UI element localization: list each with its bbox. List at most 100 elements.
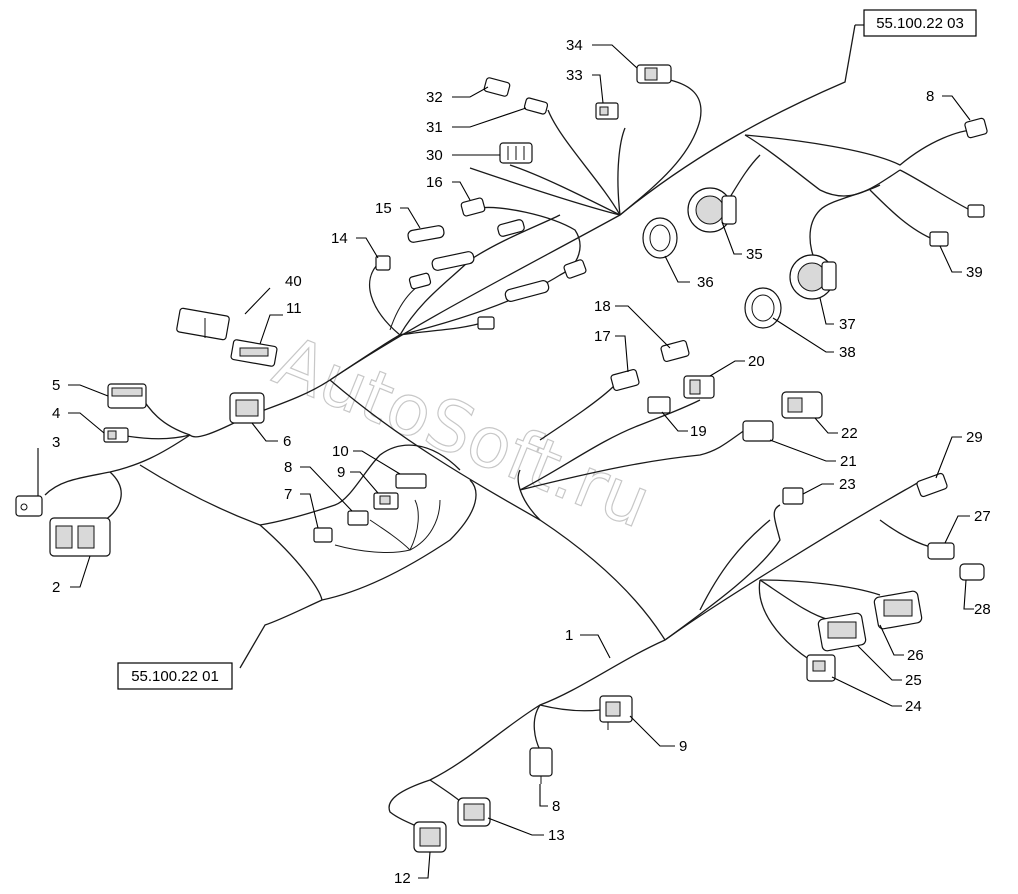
callout-6: 6 bbox=[283, 433, 291, 450]
callout-25: 25 bbox=[905, 672, 922, 689]
connectors bbox=[15, 64, 988, 853]
callout-27: 27 bbox=[974, 508, 991, 525]
callout-29: 29 bbox=[966, 429, 983, 446]
callout-31: 31 bbox=[426, 119, 443, 136]
callout-13: 13 bbox=[548, 827, 565, 844]
connector-right-small bbox=[967, 204, 985, 218]
connector-20 bbox=[683, 375, 715, 399]
callout-4: 4 bbox=[52, 405, 60, 422]
callout-22: 22 bbox=[841, 425, 858, 442]
fuse-holder-a bbox=[431, 251, 475, 271]
callout-26: 26 bbox=[907, 647, 924, 664]
callout-38: 38 bbox=[839, 344, 856, 361]
fuse-holder-c bbox=[504, 280, 550, 302]
ref-box-bottom: 55.100.22 01 bbox=[117, 662, 233, 690]
connector-30 bbox=[499, 142, 533, 164]
connector-16 bbox=[460, 197, 486, 217]
fuse-holder-b bbox=[497, 219, 525, 237]
connector-25 bbox=[817, 612, 867, 652]
callout-35: 35 bbox=[746, 246, 763, 263]
callout-33: 33 bbox=[566, 67, 583, 84]
connector-40 bbox=[176, 307, 230, 341]
callout-3: 3 bbox=[52, 434, 60, 451]
callout-16: 16 bbox=[426, 174, 443, 191]
connector-15 bbox=[407, 225, 445, 243]
connector-26 bbox=[873, 590, 923, 630]
connector-28 bbox=[959, 563, 985, 581]
callout-15: 15 bbox=[375, 200, 392, 217]
watermark: AutoSoft.ru bbox=[264, 320, 662, 544]
callout-36: 36 bbox=[697, 274, 714, 291]
callout-20: 20 bbox=[748, 353, 765, 370]
connector-14 bbox=[375, 255, 391, 271]
callout-1: 1 bbox=[565, 627, 573, 644]
connector-33 bbox=[595, 102, 619, 120]
ref-top-text: 55.100.22 03 bbox=[876, 15, 964, 32]
connector-31 bbox=[523, 97, 549, 115]
callout-2: 2 bbox=[52, 579, 60, 596]
callout-40: 40 bbox=[285, 273, 302, 290]
connector-32 bbox=[483, 77, 511, 97]
connector-23 bbox=[782, 487, 804, 505]
callout-18: 18 bbox=[594, 298, 611, 315]
ref-box-top: 55.100.22 03 bbox=[863, 9, 977, 37]
callout-12: 12 bbox=[394, 870, 411, 887]
connector-37 bbox=[789, 254, 837, 300]
callout-8a: 8 bbox=[284, 459, 292, 476]
callout-37: 37 bbox=[839, 316, 856, 333]
callout-8c: 8 bbox=[552, 798, 560, 815]
callout-11: 11 bbox=[286, 300, 302, 317]
connector-11 bbox=[230, 339, 278, 367]
leader-lines bbox=[37, 44, 974, 879]
connector-4 bbox=[103, 427, 129, 443]
callout-24: 24 bbox=[905, 698, 922, 715]
callout-32: 32 bbox=[426, 89, 443, 106]
connector-7 bbox=[313, 527, 333, 543]
callout-10: 10 bbox=[332, 443, 349, 460]
connector-29 bbox=[916, 472, 948, 498]
callout-30: 30 bbox=[426, 147, 443, 164]
callout-8b: 8 bbox=[926, 88, 934, 105]
connector-21 bbox=[742, 420, 774, 442]
connector-8a bbox=[347, 510, 369, 526]
callout-21: 21 bbox=[840, 453, 857, 470]
nut-36 bbox=[642, 217, 678, 259]
connector-22 bbox=[781, 391, 823, 419]
connector-8c bbox=[529, 747, 553, 784]
fuse-holder-d bbox=[563, 259, 587, 279]
callout-28: 28 bbox=[974, 601, 991, 618]
connector-19 bbox=[647, 396, 671, 414]
connector-27 bbox=[927, 542, 955, 560]
callout-7: 7 bbox=[284, 486, 292, 503]
connector-13 bbox=[457, 797, 491, 827]
connector-8b bbox=[964, 117, 988, 139]
connector-34 bbox=[636, 64, 672, 84]
connector-6 bbox=[229, 392, 265, 424]
connector-5 bbox=[107, 383, 147, 409]
callout-34: 34 bbox=[566, 37, 583, 54]
nut-38 bbox=[744, 287, 782, 329]
fuse-holder-e bbox=[477, 316, 495, 330]
connector-2 bbox=[49, 517, 111, 557]
callout-14: 14 bbox=[331, 230, 348, 247]
connector-17 bbox=[610, 368, 640, 392]
callout-17: 17 bbox=[594, 328, 611, 345]
connector-39 bbox=[929, 231, 949, 247]
callout-19: 19 bbox=[690, 423, 707, 440]
connector-24 bbox=[806, 654, 836, 682]
fuse-holder-f bbox=[408, 272, 432, 290]
connector-9a bbox=[373, 492, 399, 510]
callout-39: 39 bbox=[966, 264, 983, 281]
connector-10 bbox=[395, 473, 427, 489]
callout-9a: 9 bbox=[337, 464, 345, 481]
callout-5: 5 bbox=[52, 377, 60, 394]
connector-35 bbox=[687, 187, 737, 233]
callout-numbers: 34 33 32 31 30 16 15 14 40 11 5 4 3 6 2 … bbox=[52, 37, 991, 887]
connector-9b bbox=[599, 695, 633, 730]
callout-9b: 9 bbox=[679, 738, 687, 755]
connector-3 bbox=[15, 495, 43, 517]
callout-23: 23 bbox=[839, 476, 856, 493]
connector-12 bbox=[413, 821, 447, 853]
ref-bottom-text: 55.100.22 01 bbox=[131, 668, 219, 685]
